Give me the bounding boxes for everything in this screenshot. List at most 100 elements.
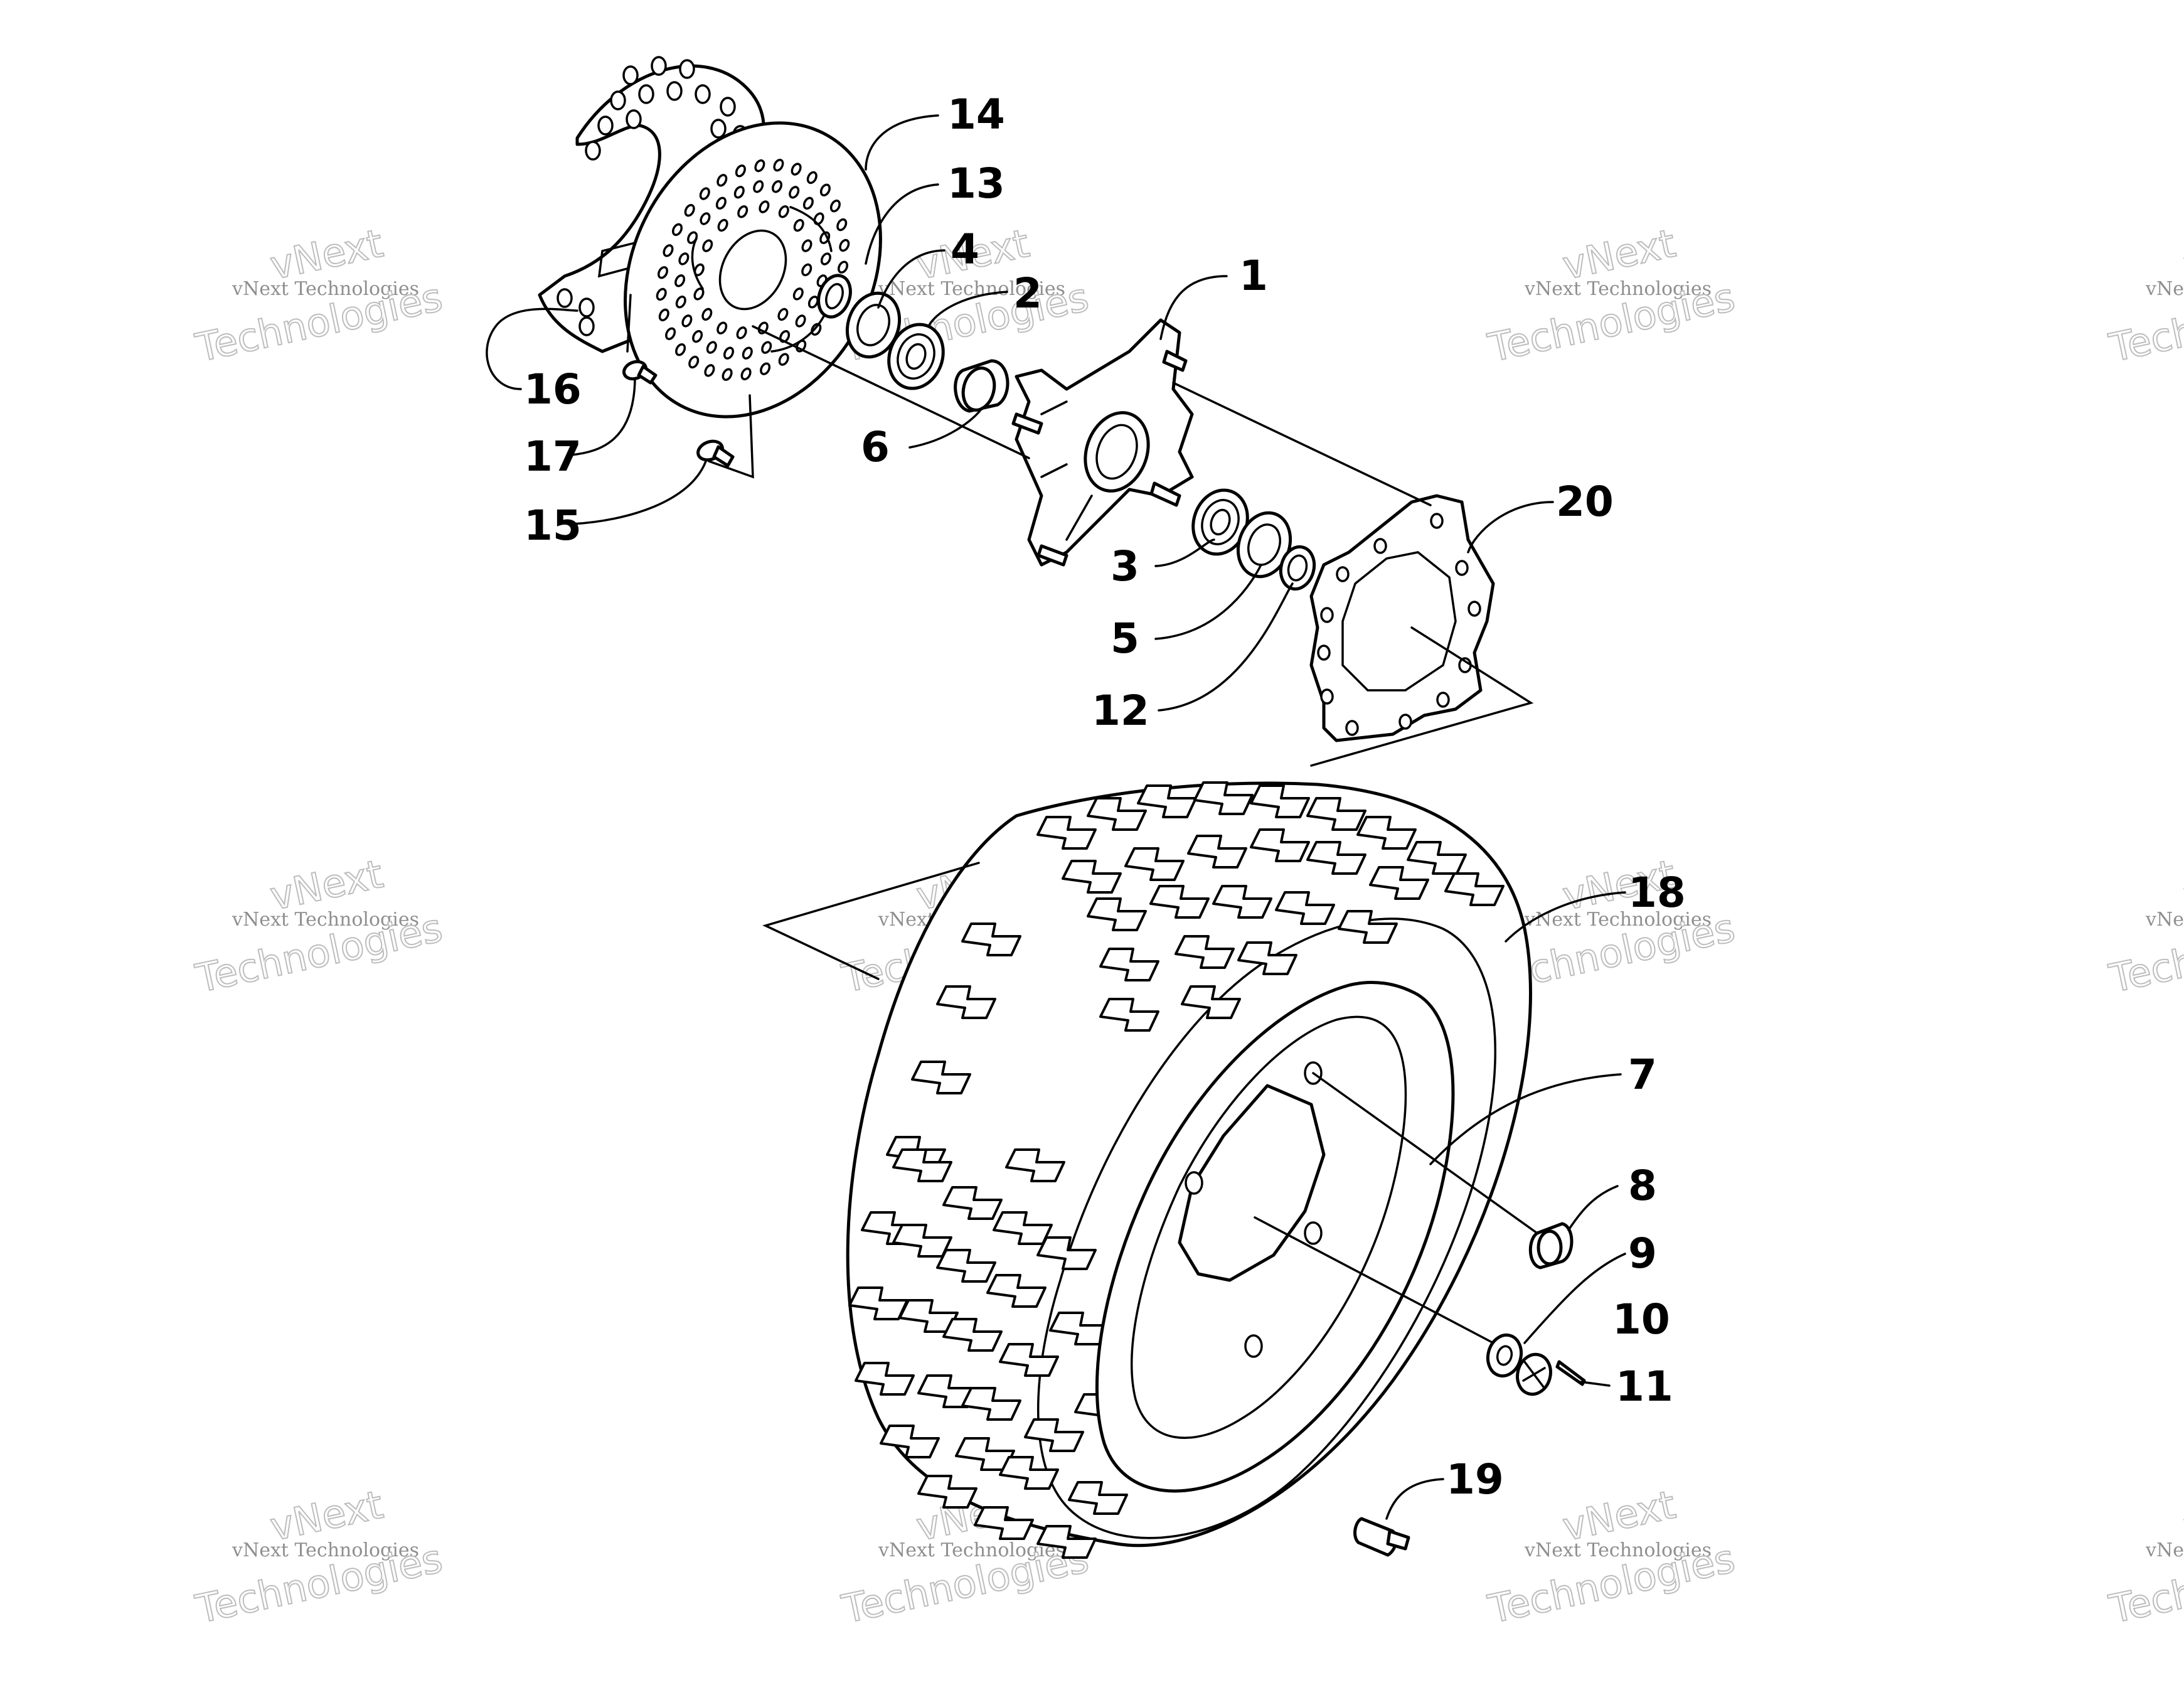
tread-lug — [1175, 935, 1235, 969]
svg-text:vNext Technologies: vNext Technologies — [2145, 909, 2184, 931]
explode-lines — [626, 294, 1538, 1344]
tread-lug — [999, 1456, 1059, 1490]
part-6-spacer — [954, 359, 1009, 413]
tread-lug — [1275, 891, 1335, 925]
tread-lug — [1087, 897, 1147, 931]
tread-lug — [1356, 816, 1417, 850]
label-13: 13 — [947, 159, 1005, 208]
tread-lug — [1369, 866, 1429, 900]
tread-lug — [955, 1437, 1015, 1471]
tread-lug — [1250, 784, 1310, 818]
tread-lug — [936, 1249, 996, 1283]
part-13-seal — [817, 274, 852, 319]
tread-lug — [1062, 860, 1122, 894]
tread-lug — [1036, 1525, 1097, 1559]
tread-lug — [1099, 998, 1159, 1032]
tread-lug — [1306, 797, 1366, 831]
tread-lug — [961, 1387, 1021, 1421]
tread-lug — [1024, 1418, 1084, 1452]
part-15-bolt — [696, 439, 735, 468]
tread-lug — [1407, 841, 1467, 875]
tread-lug — [1444, 872, 1505, 906]
label-5: 5 — [1111, 614, 1139, 663]
label-15: 15 — [524, 501, 582, 550]
svg-text:vNext Technologies: vNext Technologies — [2145, 278, 2184, 300]
tread-lug — [1005, 1148, 1065, 1182]
label-12: 12 — [1092, 687, 1149, 735]
tread-lug — [986, 1274, 1047, 1308]
tread-lug — [1149, 885, 1210, 919]
tread-lug — [999, 1343, 1059, 1377]
svg-text:vNext Technologies: vNext Technologies — [2145, 1539, 2184, 1561]
part-1-hub — [1011, 318, 1194, 567]
part-10-castle-nut — [1516, 1352, 1552, 1396]
label-10: 10 — [1612, 1295, 1670, 1344]
tread-lug — [993, 1211, 1053, 1245]
part-12-spacer — [1279, 545, 1316, 591]
tread-lug — [1237, 941, 1297, 975]
label-18: 18 — [1628, 869, 1686, 917]
part-8-nut — [1528, 1222, 1574, 1270]
tread-lug — [1250, 828, 1310, 862]
tread-lug — [1068, 1481, 1128, 1515]
svg-text:vNext: vNext — [2180, 851, 2184, 919]
tread-lug — [911, 1061, 971, 1094]
part-19-valve-stem — [1353, 1517, 1410, 1557]
tread-lug — [961, 922, 1021, 956]
part-2-bearing — [887, 323, 945, 390]
label-4: 4 — [951, 225, 979, 274]
part-4-seal — [845, 291, 902, 359]
tread-lug — [936, 985, 996, 1019]
tread-lug — [892, 1148, 952, 1182]
tread-lug — [898, 1299, 959, 1333]
label-7: 7 — [1628, 1051, 1657, 1099]
part-14-brake-disc — [624, 121, 882, 419]
tread-lug — [1181, 985, 1241, 1019]
svg-text:vNext Technologies: vNext Technologies — [232, 1539, 419, 1561]
label-19: 19 — [1446, 1455, 1504, 1504]
part-11-cotter-pin — [1555, 1360, 1586, 1386]
label-3: 3 — [1111, 542, 1139, 591]
tread-lug — [1338, 910, 1398, 944]
tread-lug — [1036, 816, 1097, 850]
tread-lug — [974, 1506, 1034, 1540]
tread-lug — [1306, 841, 1366, 875]
tread-lug — [1036, 1236, 1097, 1270]
part-labels: 14 13 4 2 1 6 3 5 12 20 18 7 8 9 10 11 1… — [524, 90, 1686, 1504]
label-8: 8 — [1628, 1162, 1657, 1210]
svg-text:vNext Technologies: vNext Technologies — [1524, 1539, 1712, 1561]
part-9-washer — [1486, 1333, 1523, 1378]
tread-lug — [942, 1186, 1003, 1220]
tread-lug — [917, 1475, 977, 1509]
tread-lug — [1193, 781, 1254, 815]
part-17-bolt — [622, 360, 658, 385]
svg-text:vNext Technologies: vNext Technologies — [878, 1539, 1065, 1561]
label-16: 16 — [524, 365, 582, 414]
tread-lug — [1124, 847, 1185, 881]
label-2: 2 — [1013, 269, 1042, 318]
part-20-plate — [1309, 494, 1495, 742]
tread-lug — [1187, 835, 1247, 869]
tread-lug — [892, 1224, 952, 1258]
svg-text:vNext Technologies: vNext Technologies — [232, 909, 419, 931]
label-9: 9 — [1628, 1229, 1657, 1278]
svg-text:vNext Technologies: vNext Technologies — [232, 278, 419, 300]
tread-lug — [1212, 885, 1272, 919]
label-6: 6 — [861, 423, 890, 471]
label-20: 20 — [1556, 478, 1614, 526]
label-1: 1 — [1239, 252, 1268, 300]
label-17: 17 — [524, 432, 582, 481]
label-14: 14 — [947, 90, 1005, 139]
label-leaders — [486, 114, 1626, 1520]
tread-lug — [855, 1362, 915, 1396]
svg-text:vNext Technologies: vNext Technologies — [1524, 278, 1712, 300]
svg-text:vNext: vNext — [2180, 220, 2184, 289]
